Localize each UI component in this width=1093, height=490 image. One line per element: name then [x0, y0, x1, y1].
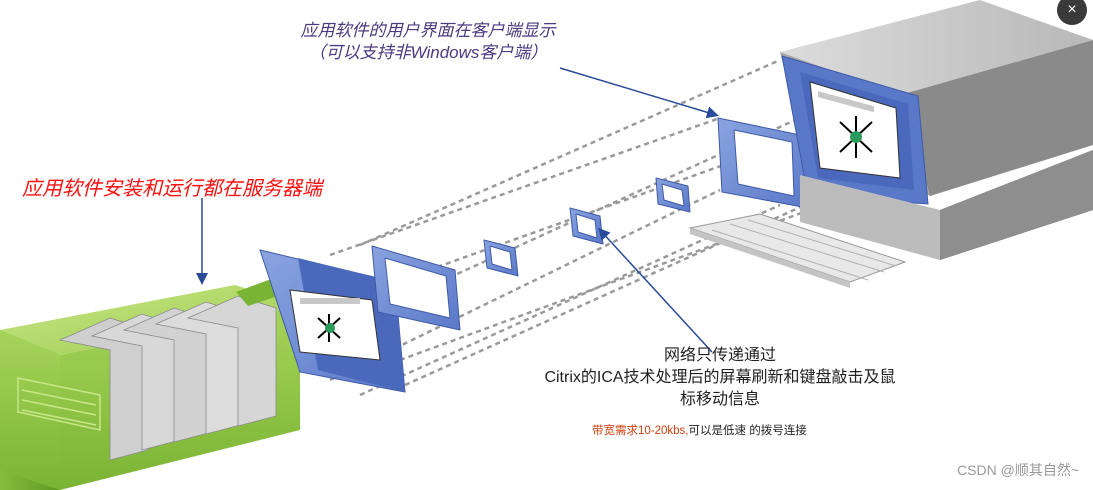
network-label-line3: 标移动信息: [679, 391, 760, 408]
transit-frame-3: [569, 207, 604, 245]
network-label-arrow: [597, 227, 713, 353]
network-label-line1: 网络只传递通过: [663, 347, 776, 364]
network-label: 网络只传递通过 Citrix的ICA技术处理后的屏幕刷新和键盘敲击及鼠 标移动信…: [500, 345, 940, 411]
server-label: 应用软件安装和运行都在服务器端: [22, 178, 322, 200]
client-ui-label: 应用软件的用户界面在客户端显示 （可以支持非Windows客户端）: [268, 20, 588, 64]
bandwidth-highlight: 带宽需求10-20kbs,: [592, 425, 689, 437]
client-ui-label-line1: 应用软件的用户界面在客户端显示: [300, 21, 556, 40]
server-panel: [17, 377, 101, 431]
watermark: CSDN @顺其自然~: [957, 462, 1079, 478]
close-button[interactable]: ×: [1057, 0, 1087, 25]
network-label-line2: Citrix的ICA技术处理后的屏幕刷新和键盘敲击及鼠: [544, 369, 896, 386]
bandwidth-rest: 可以是低速 的拨号连接: [688, 425, 807, 437]
transit-frame-1: [371, 245, 461, 331]
client-label-arrow: [559, 67, 719, 119]
server-blades: [58, 295, 277, 461]
transit-frames: [371, 117, 809, 331]
annotation-arrows: [196, 67, 719, 353]
close-icon: ×: [1067, 1, 1077, 18]
client-ui-label-line2: （可以支持非Windows客户端）: [308, 43, 548, 62]
server-box: [0, 262, 318, 490]
transit-frame-2: [483, 239, 519, 277]
transit-frame-5: [717, 117, 809, 209]
transit-frame-4: [655, 177, 691, 213]
keyboard-keys: [711, 219, 897, 281]
client-computer: [688, 0, 1093, 288]
bandwidth-label: 带宽需求10-20kbs,可以是低速 的拨号连接: [592, 422, 807, 438]
